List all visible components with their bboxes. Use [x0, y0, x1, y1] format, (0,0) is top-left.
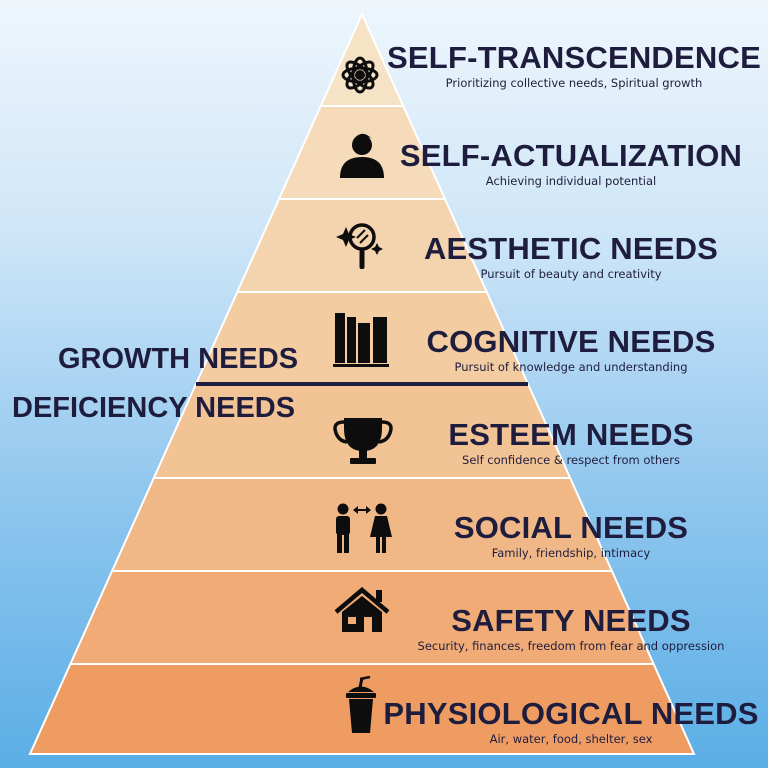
- level-subtitle: Prioritizing collective needs, Spiritual…: [445, 76, 703, 90]
- drink-cup-icon: [346, 675, 376, 733]
- level-title: AESTHETIC NEEDS: [423, 231, 719, 266]
- person-icon: [340, 133, 384, 178]
- level-title: ESTEEM NEEDS: [448, 417, 694, 452]
- books-icon: [333, 313, 389, 367]
- level-subtitle: Security, finances, freedom from fear an…: [417, 639, 725, 653]
- level-subtitle: Achieving individual potential: [485, 174, 657, 188]
- level-title: PHYSIOLOGICAL NEEDS: [383, 696, 759, 731]
- level-title: SELF-TRANSCENDENCE: [387, 40, 761, 75]
- level-subtitle: Family, friendship, intimacy: [491, 546, 651, 560]
- growth-needs-label: GROWTH NEEDS: [58, 343, 299, 375]
- deficiency-needs-label: DEFICIENCY NEEDS: [12, 392, 296, 424]
- level-subtitle: Pursuit of beauty and creativity: [480, 267, 662, 281]
- level-title: SOCIAL NEEDS: [453, 510, 689, 545]
- lotus-icon: [341, 56, 379, 94]
- level-subtitle: Pursuit of knowledge and understanding: [454, 360, 688, 374]
- trophy-icon: [333, 418, 393, 464]
- level-subtitle: Self confidence & respect from others: [462, 453, 680, 467]
- house-icon: [334, 587, 390, 632]
- level-title: COGNITIVE NEEDS: [426, 324, 716, 359]
- couple-icon: [336, 503, 392, 553]
- level-title: SAFETY NEEDS: [451, 603, 691, 638]
- level-subtitle: Air, water, food, shelter, sex: [489, 732, 653, 746]
- level-title: SELF-ACTUALIZATION: [399, 138, 743, 173]
- hand-mirror-icon: [336, 223, 383, 269]
